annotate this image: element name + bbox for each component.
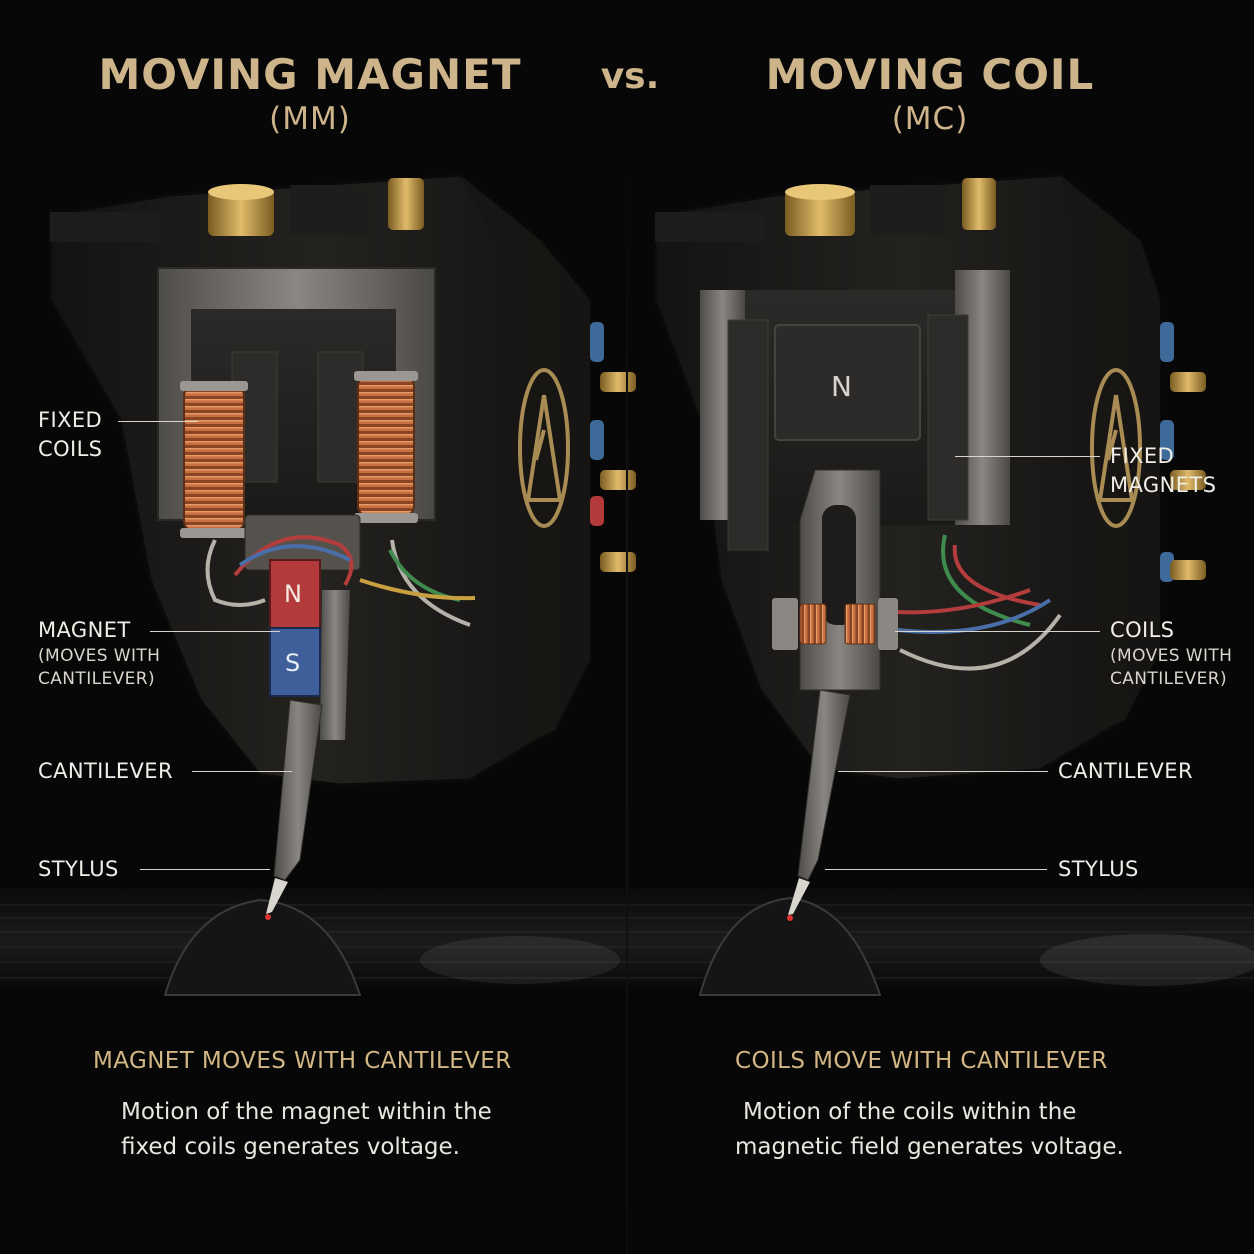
- mm-subtitle: (MM): [269, 101, 351, 137]
- mm-logo-emblem: [518, 368, 570, 528]
- mc-caption-line-2: magnetic field generates voltage.: [735, 1134, 1124, 1160]
- mc-subtitle: (MC): [891, 101, 969, 137]
- mc-caption-heading: COILS MOVE WITH CANTILEVER: [735, 1048, 1108, 1074]
- mm-title: MOVING MAGNET: [98, 50, 522, 99]
- mc-output-pins: [1160, 322, 1206, 582]
- mc-label-coils: COILS (MOVES WITH CANTILEVER): [1110, 618, 1233, 689]
- mm-cantilever: [273, 699, 323, 881]
- mc-leader-fixed-magnets: [955, 456, 1100, 457]
- mm-gold-screw-right: [388, 178, 424, 230]
- mm-caption-line-1: Motion of the magnet within the: [121, 1099, 492, 1125]
- mm-stylus: [266, 878, 288, 914]
- mc-gold-screw-left: [785, 190, 855, 236]
- mc-leader-cantilever: [838, 771, 1048, 772]
- mc-title: MOVING COIL: [765, 50, 1095, 99]
- mm-label-cantilever: CANTILEVER: [38, 759, 173, 783]
- mm-record-groove: [163, 898, 362, 996]
- mm-magnet-south: [269, 627, 321, 697]
- mc-coil-right: [844, 603, 876, 645]
- mm-label-stylus: STYLUS: [38, 857, 119, 881]
- mc-label-stylus: STYLUS: [1058, 857, 1139, 881]
- mc-magnet-pole-n: N: [831, 370, 852, 403]
- mm-label-magnet: MAGNET (MOVES WITH CANTILEVER): [38, 618, 161, 689]
- mc-leader-coils: [895, 631, 1100, 632]
- mm-leader-stylus: [140, 869, 270, 870]
- mm-leader-fixed-coils: [118, 421, 198, 422]
- mc-leader-stylus: [825, 869, 1047, 870]
- mm-coil-right: [357, 375, 415, 517]
- mc-cantilever: [797, 689, 851, 881]
- mm-coil-left: [183, 385, 245, 532]
- mm-caption-heading: MAGNET MOVES WITH CANTILEVER: [93, 1048, 512, 1074]
- mm-leader-magnet: [150, 631, 280, 632]
- mm-cartridge: [48, 173, 636, 996]
- mc-record-groove: [698, 896, 882, 996]
- mm-magnet-pole-n: N: [284, 580, 302, 608]
- mc-label-cantilever: CANTILEVER: [1058, 759, 1193, 783]
- mm-leader-cantilever: [192, 771, 292, 772]
- mc-fixed-magnet-block: [774, 324, 921, 441]
- mm-gold-screw-left: [208, 190, 274, 236]
- mc-gold-screw-right: [962, 178, 996, 230]
- mc-coil-left: [799, 603, 827, 645]
- vs-label: vs.: [600, 56, 660, 97]
- mm-caption-line-2: fixed coils generates voltage.: [121, 1134, 460, 1160]
- mc-caption-line-1: Motion of the coils within the: [743, 1099, 1077, 1125]
- mc-logo-emblem: [1090, 368, 1142, 528]
- mm-magnet-pole-s: S: [285, 649, 300, 677]
- panel-divider: [626, 170, 628, 1254]
- mc-stylus: [788, 878, 810, 915]
- mm-output-pins: [590, 322, 636, 572]
